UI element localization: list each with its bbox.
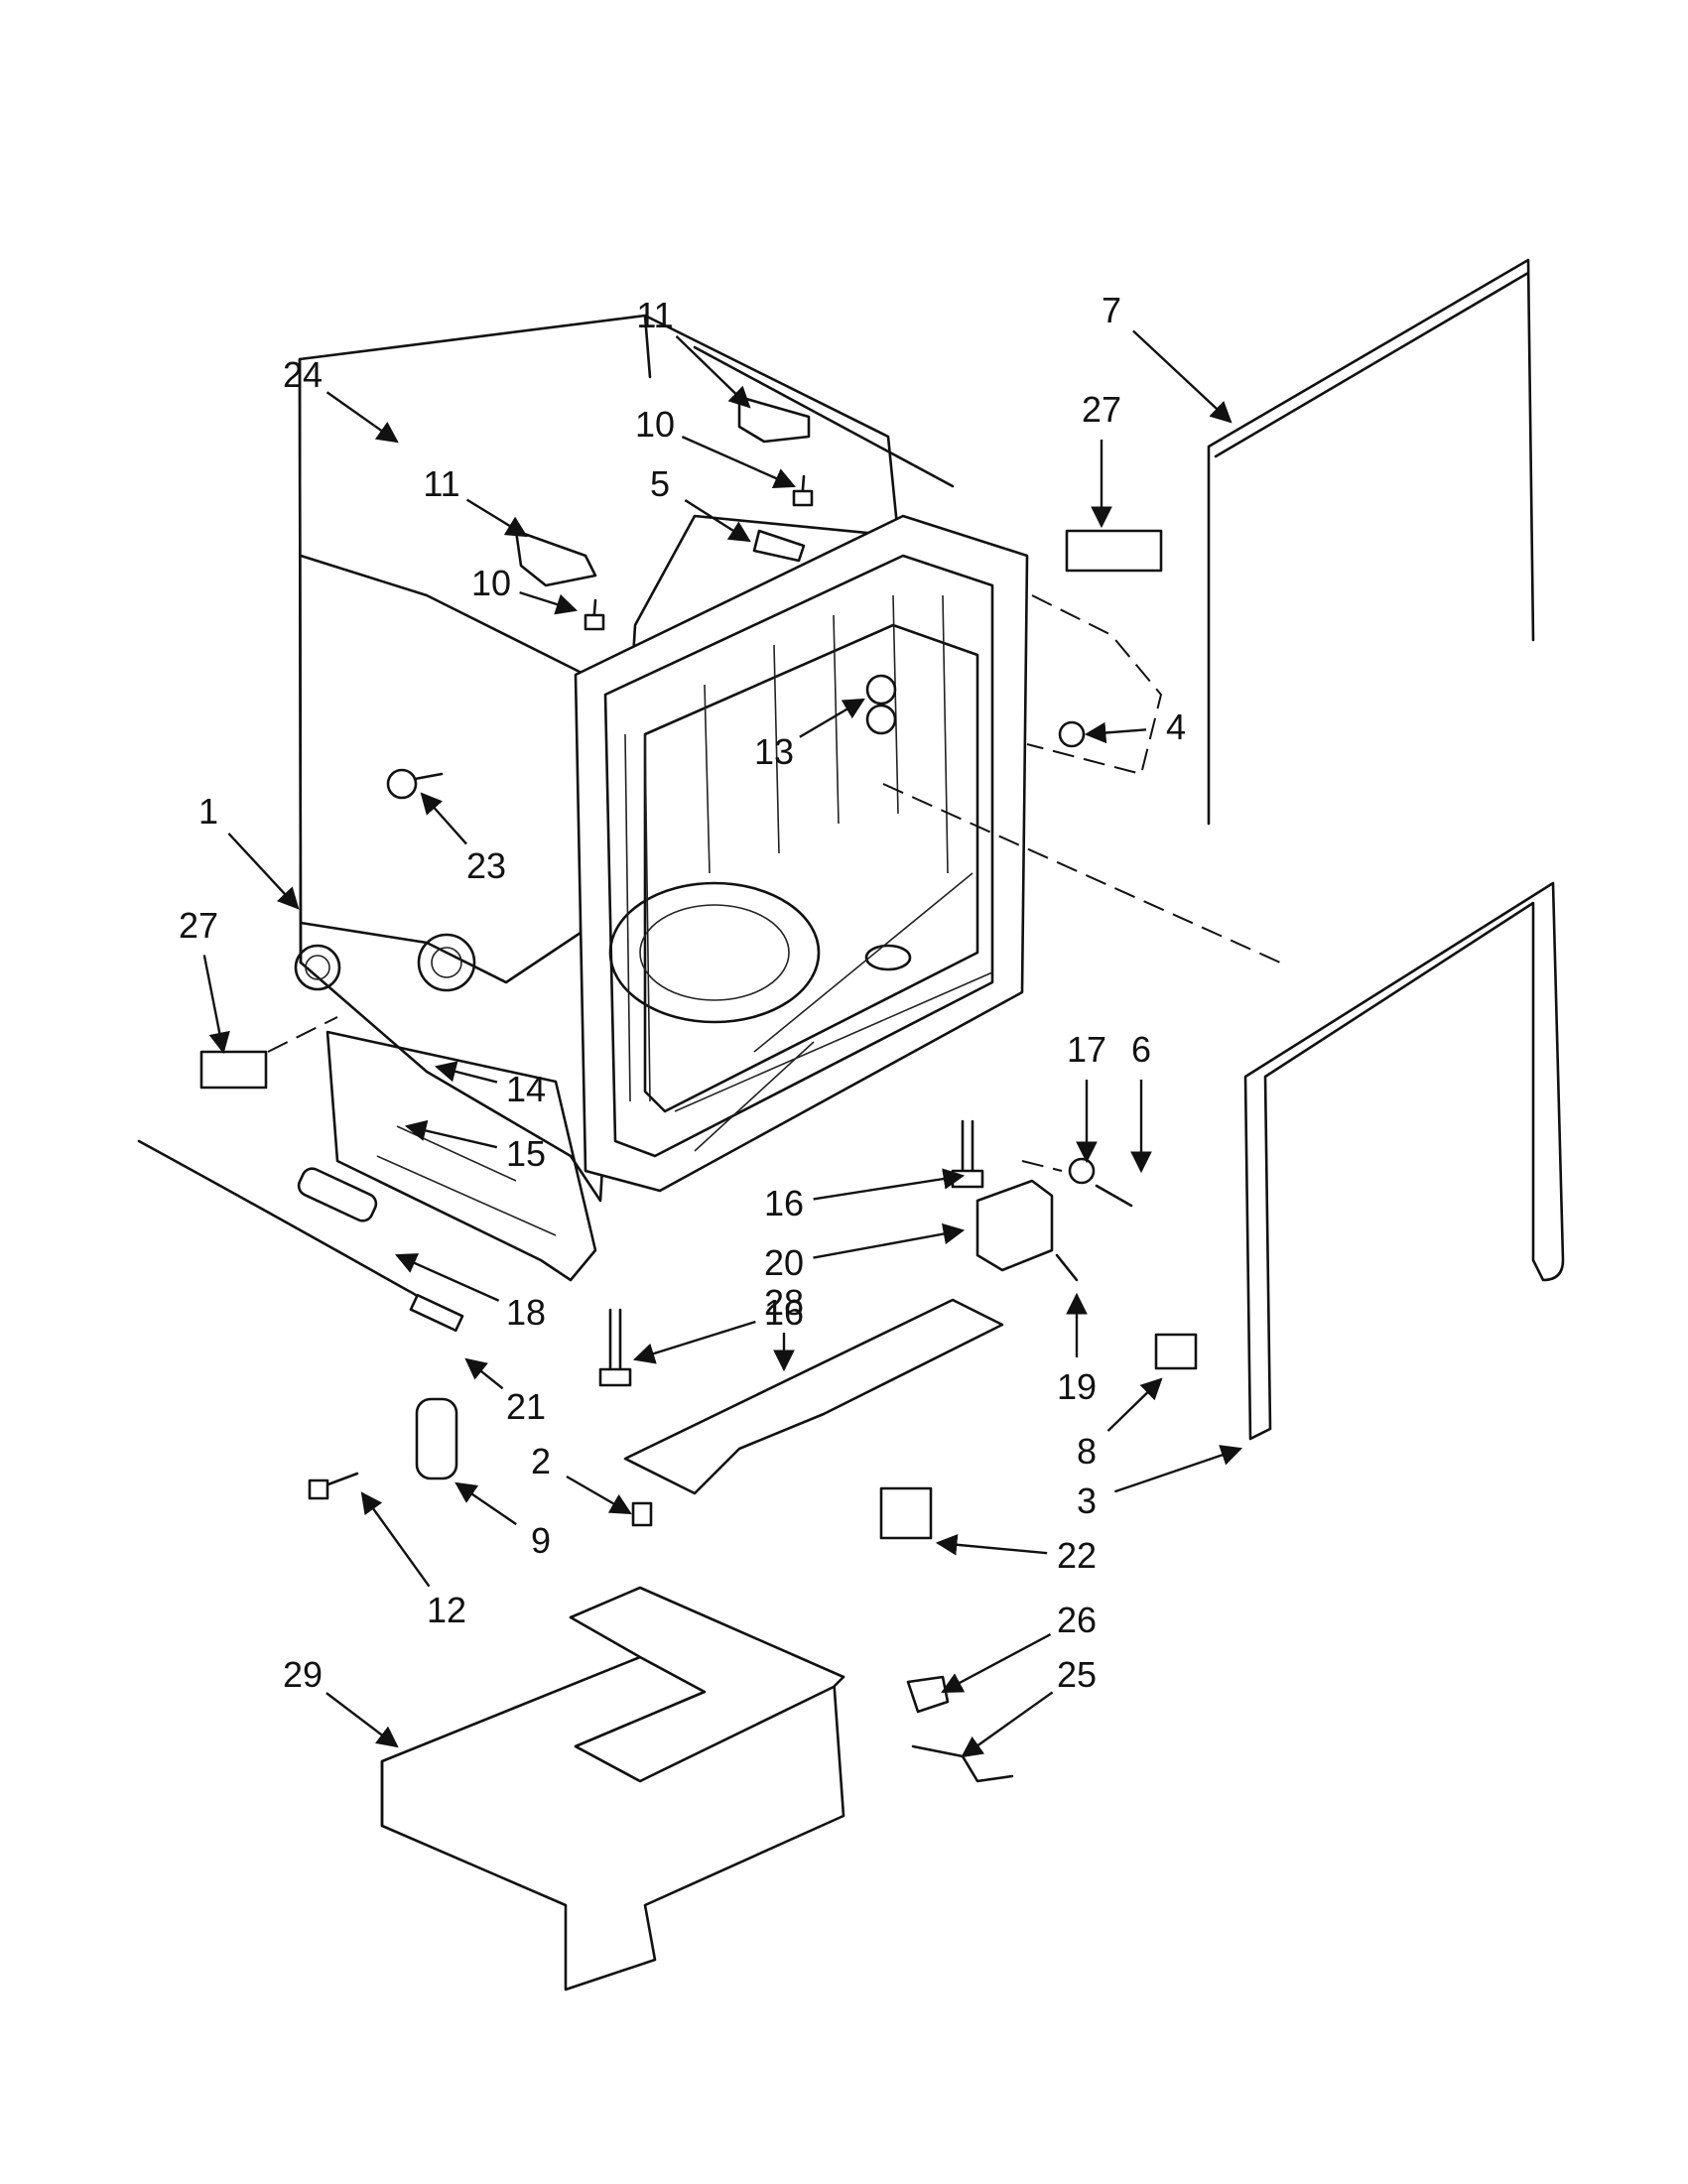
callout-label-5: 5 <box>650 463 670 504</box>
callout-label-12: 12 <box>427 1590 466 1630</box>
callout-label-1: 1 <box>198 791 218 832</box>
callout-label-17: 17 <box>1067 1029 1106 1070</box>
callout-leader-16 <box>813 1168 966 1201</box>
tub-assembly <box>294 314 1029 1282</box>
screw-12-head <box>308 1478 329 1500</box>
callout-label-16: 16 <box>764 1183 804 1223</box>
callout-leader-15 <box>404 1119 498 1149</box>
callout-label-10: 10 <box>471 563 511 603</box>
callout-label-3: 3 <box>1077 1480 1097 1521</box>
callout-leader-27 <box>202 955 230 1055</box>
callout-label-24: 24 <box>283 354 323 395</box>
callout-label-22: 22 <box>1057 1535 1097 1576</box>
callout-leader-29 <box>325 1692 399 1748</box>
part-25 <box>911 1744 1014 1783</box>
callout-leader-1 <box>227 833 300 910</box>
callout-label-29: 29 <box>283 1654 323 1695</box>
sensor-21 <box>409 1293 464 1333</box>
plug-4 <box>1058 720 1086 748</box>
callout-label-25: 25 <box>1057 1654 1097 1695</box>
part-26 <box>906 1675 950 1714</box>
callout-label-11: 11 <box>636 295 673 335</box>
hose-18 <box>297 1167 378 1222</box>
part-9 <box>415 1397 458 1480</box>
callout-leader-18 <box>395 1253 500 1302</box>
callout-label-10: 10 <box>635 404 675 445</box>
callout-label-19: 19 <box>1057 1366 1097 1407</box>
callout-label-21: 21 <box>506 1386 546 1427</box>
callout-label-8: 8 <box>1077 1431 1097 1472</box>
callout-label-27: 27 <box>1082 389 1121 430</box>
callout-leader-26 <box>941 1633 1052 1694</box>
callout-leader-13 <box>799 698 865 738</box>
callout-label-20: 20 <box>764 1242 804 1283</box>
door-seal-top <box>1207 258 1535 826</box>
callout-leader-10 <box>519 590 579 615</box>
door-gasket-lower <box>1243 881 1565 1441</box>
callout-label-11: 11 <box>423 463 459 504</box>
callout-leader-25 <box>961 1691 1054 1758</box>
callout-label-4: 4 <box>1166 707 1186 747</box>
callout-label-14: 14 <box>506 1069 546 1109</box>
callout-leader-14 <box>434 1061 498 1084</box>
nut-17 <box>1068 1157 1096 1185</box>
callout-label-9: 9 <box>531 1520 551 1561</box>
callout-label-28: 28 <box>764 1282 804 1323</box>
callout-label-6: 6 <box>1131 1029 1151 1070</box>
callout-leader-9 <box>454 1481 517 1526</box>
callout-leader-11 <box>675 335 751 409</box>
callout-label-7: 7 <box>1102 290 1121 330</box>
callout-leader-4 <box>1084 721 1147 744</box>
clip-27-left <box>199 1050 268 1090</box>
callout-label-27: 27 <box>179 905 218 946</box>
callout-label-16: 16 <box>764 1292 804 1333</box>
callout-label-2: 2 <box>531 1441 551 1481</box>
callout-leader-20 <box>813 1222 966 1259</box>
power-cord <box>137 1139 429 1312</box>
screw-19 <box>1055 1253 1079 1282</box>
callout-label-18: 18 <box>506 1292 546 1333</box>
callout-leader-2 <box>566 1475 632 1515</box>
callout-label-15: 15 <box>506 1133 546 1174</box>
clip-8 <box>1154 1333 1198 1370</box>
bracket-20 <box>975 1179 1054 1272</box>
callout-leader-23 <box>420 792 467 845</box>
callout-label-23: 23 <box>466 845 506 886</box>
callout-leader-24 <box>325 391 399 444</box>
shield-28 <box>623 1298 1004 1495</box>
screw-6 <box>1095 1184 1133 1208</box>
callout-leader-5 <box>684 499 751 543</box>
clip-27-right <box>1065 529 1163 573</box>
callout-leader-16 <box>632 1320 756 1364</box>
callout-leader-3 <box>1113 1445 1243 1493</box>
switch-22 <box>879 1486 933 1540</box>
callout-leader-22 <box>935 1534 1048 1556</box>
callout-leader-10 <box>681 436 796 489</box>
callout-leader-7 <box>1132 329 1233 424</box>
callout-leader-21 <box>464 1357 504 1390</box>
callout-leader-8 <box>1106 1377 1163 1432</box>
foot-2 <box>631 1501 653 1527</box>
callout-label-13: 13 <box>754 731 794 772</box>
callout-leader-11 <box>465 498 528 538</box>
callout-label-26: 26 <box>1057 1600 1097 1640</box>
callout-leader-12 <box>360 1491 431 1588</box>
